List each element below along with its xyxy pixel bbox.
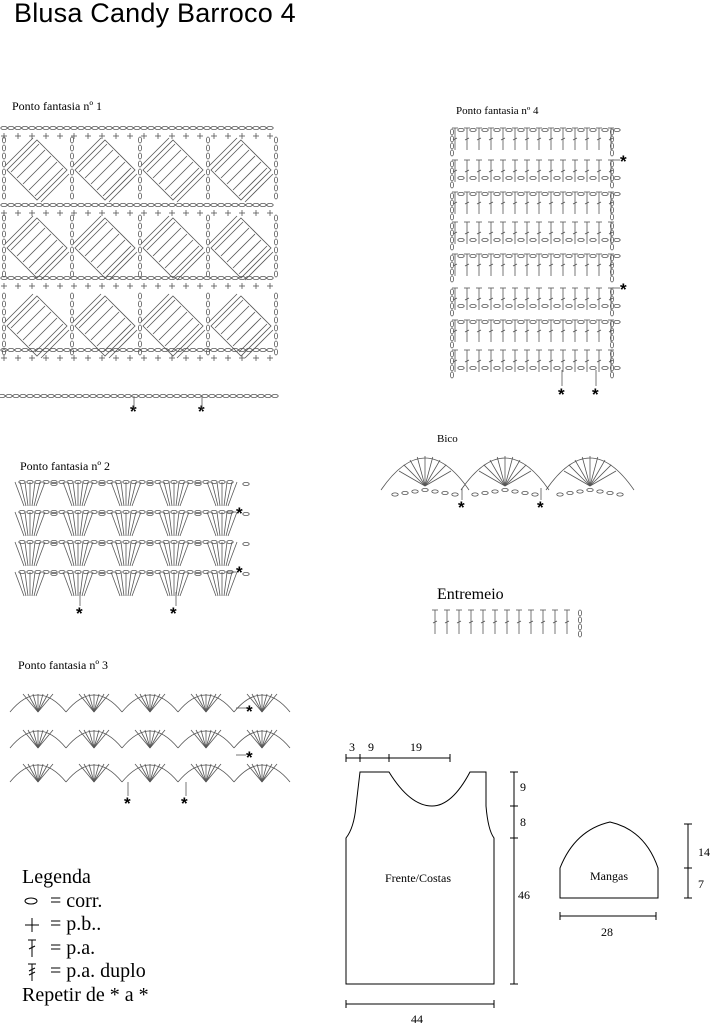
pf3-label: Ponto fantasia nº 3: [18, 658, 109, 672]
dim-label: 46: [518, 888, 530, 902]
body-outline: [345, 771, 495, 985]
dim-label: 19: [410, 740, 422, 754]
dim-label: 8: [520, 815, 526, 829]
pf3-chart: [9, 693, 291, 796]
legend-text: = p.a. duplo: [50, 960, 146, 982]
single-crochet-cross-icon: [22, 914, 50, 936]
repeat-marker: *: [558, 385, 565, 404]
legend: Legenda = corr. = p.b.. = p.a. = p.a. du…: [22, 866, 149, 1007]
repeat-marker: *: [170, 604, 177, 623]
schematic-drawing: [345, 754, 692, 1008]
legend-text: = p.b..: [50, 913, 102, 935]
bico-label: Bico: [437, 433, 458, 445]
repeat-marker: *: [236, 563, 243, 582]
pf4-chart: [449, 127, 621, 386]
repeat-marker: *: [181, 794, 188, 813]
chain-oval-icon: [22, 890, 50, 912]
body-label: Frente/Costas: [385, 871, 451, 885]
treble-crochet-icon: [22, 961, 50, 983]
repeat-marker: *: [592, 385, 599, 404]
dim-label: 7: [698, 877, 704, 891]
legend-text: = corr.: [50, 889, 103, 912]
repeat-marker: *: [198, 402, 205, 421]
double-crochet-icon: [22, 937, 50, 959]
pf2-label: Ponto fantasia nº 2: [20, 459, 111, 473]
legend-item: = p.a. duplo: [22, 960, 149, 984]
pf2-chart: [14, 479, 250, 606]
sleeve-label: Mangas: [590, 869, 628, 883]
entremeio-chart: [432, 609, 583, 638]
dim-label: 28: [601, 925, 613, 939]
dim-label: 44: [411, 1012, 423, 1026]
legend-item: = corr.: [22, 890, 149, 914]
legend-repeat: Repetir de * a *: [22, 983, 149, 1006]
entremeio-label: Entremeio: [437, 586, 504, 603]
repeat-marker: *: [246, 702, 253, 721]
bico-chart: [380, 456, 635, 500]
repeat-marker: *: [620, 280, 627, 299]
sleeve-outline: [559, 821, 659, 899]
legend-item: = p.a.: [22, 937, 149, 961]
legend-text: = p.a.: [50, 936, 96, 959]
pf1-chart: [0, 126, 279, 410]
repeat-marker: *: [76, 604, 83, 623]
pf1-label: Ponto fantasia nº 1: [12, 99, 103, 113]
legend-title: Legenda: [22, 866, 91, 888]
dim-label: 9: [520, 780, 526, 794]
repeat-marker: *: [130, 402, 137, 421]
repeat-marker: *: [236, 504, 243, 523]
repeat-marker: *: [458, 498, 465, 517]
legend-item: = p.b..: [22, 913, 149, 937]
repeat-marker: *: [246, 748, 253, 767]
page-title: Blusa Candy Barroco 4: [14, 0, 296, 28]
dim-label: 3: [349, 740, 355, 754]
dim-label: 9: [368, 740, 374, 754]
pf4-label: Ponto fantasia nº 4: [456, 105, 539, 117]
dim-label: 14: [698, 845, 710, 859]
repeat-marker: *: [537, 498, 544, 517]
repeat-marker: *: [124, 794, 131, 813]
repeat-marker: *: [620, 152, 627, 171]
